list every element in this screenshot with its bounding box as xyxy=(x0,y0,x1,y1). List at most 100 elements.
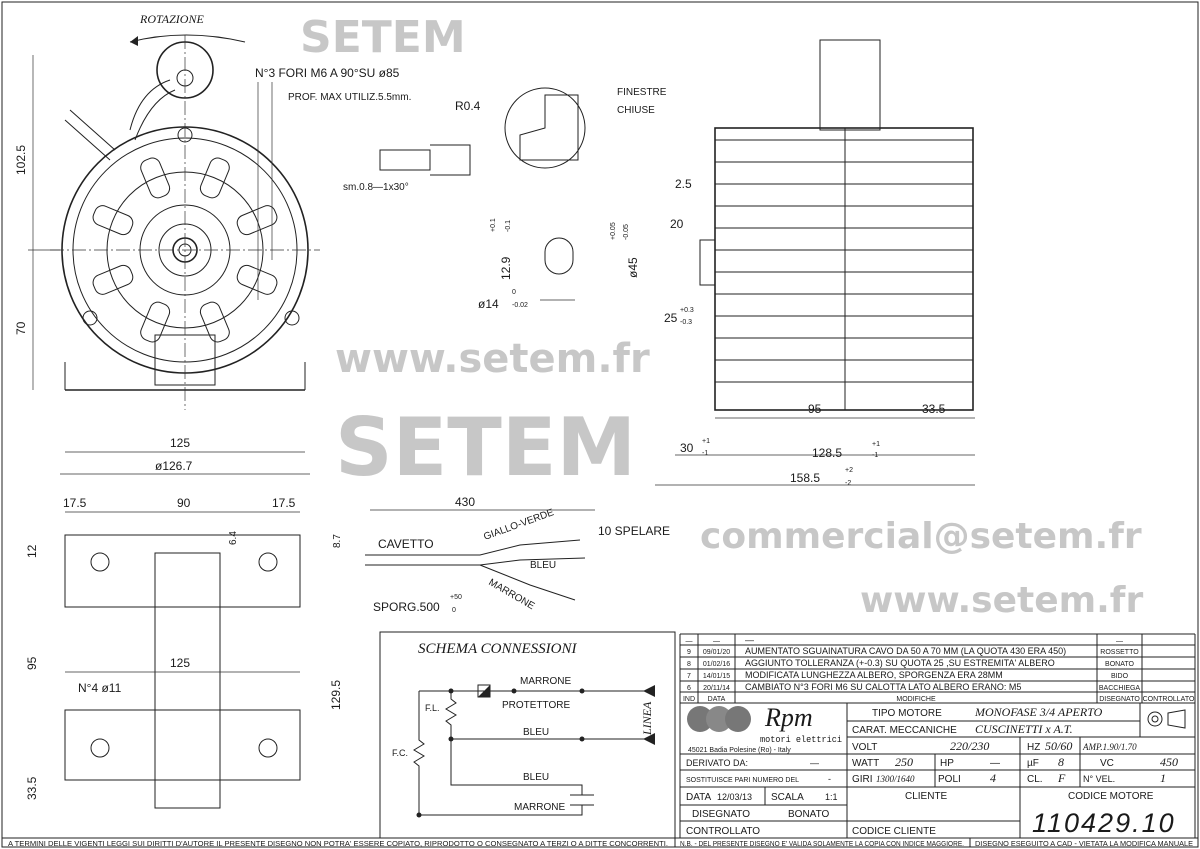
vc-label: VC xyxy=(1100,758,1114,769)
company-address: 45021 Badia Polesine (Ro) - Italy xyxy=(688,747,791,754)
motor-code-label: CODICE MOTORE xyxy=(1068,791,1154,802)
dim-2-5: 2.5 xyxy=(675,177,692,191)
watermark: www.setem.fr SETEM SETEM commercial@sete… xyxy=(300,12,1143,621)
cable-exit xyxy=(129,79,176,141)
revision-cell: BONATO xyxy=(1105,661,1134,668)
revision-header: MODIFICHE xyxy=(896,696,936,703)
protrusion-label: SPORG.500 xyxy=(373,600,440,614)
volt-label: VOLT xyxy=(852,742,877,753)
fixing-hole-right xyxy=(284,310,300,326)
yellow-green-label: GIALLO-VERDE xyxy=(482,507,556,543)
windows-label: FINESTRE xyxy=(617,87,667,98)
hz-value: 50/60 xyxy=(1045,739,1072,753)
fixing-hole-left xyxy=(82,310,98,326)
uf-value: 8 xyxy=(1058,755,1064,769)
date-value: 12/03/13 xyxy=(717,792,752,802)
footer-cad: DISEGNO ESEGUITO A CAD - VIETATA LA MODI… xyxy=(975,841,1193,848)
dim-126-7: ø126.7 xyxy=(155,459,193,473)
key-tol-plus: +0.1 xyxy=(490,218,497,232)
carat-label: CARAT. MECCANICHE xyxy=(852,725,957,736)
shaft-dia: ø14 xyxy=(478,297,499,311)
dim-25-tol-plus: +0.3 xyxy=(680,307,694,314)
drawn-by-value: BONATO xyxy=(788,809,830,820)
revision-cell: — xyxy=(686,638,693,645)
logo-subtitle: motori elettrici xyxy=(760,735,842,745)
derivato-label: DERIVATO DA: xyxy=(686,758,748,768)
radius-label: R0.4 xyxy=(455,99,481,113)
scale-value: 1:1 xyxy=(825,792,838,802)
blue-mid-label: BLEU xyxy=(523,727,549,738)
revision-cell: AUMENTATO SGUAINATURA CAVO DA 50 A 70 MM… xyxy=(745,646,1066,656)
shaft-side xyxy=(699,239,716,286)
dim-45-tol-minus: -0.05 xyxy=(623,224,630,240)
sost-label: SOSTITUISCE PARI NUMERO DEL xyxy=(686,777,799,784)
watermark-url-2: www.setem.fr xyxy=(860,580,1143,621)
dim-25: 25 xyxy=(664,311,678,325)
revision-cell: 9 xyxy=(687,649,691,656)
dim-33-5-foot: 33.5 xyxy=(25,776,39,800)
dim-125: 125 xyxy=(170,436,190,450)
watermark-brand-2: SETEM xyxy=(300,12,466,63)
vent-slot xyxy=(236,264,278,295)
revision-cell: 09/01/20 xyxy=(703,649,730,656)
vent-slot xyxy=(199,301,230,343)
dim-158-5-tol-minus: -2 xyxy=(845,480,851,487)
dim-95-foot: 95 xyxy=(25,656,39,670)
watermark-brand: SETEM xyxy=(335,401,636,494)
client-code-label: CODICE CLIENTE xyxy=(852,826,936,837)
poli-label: POLI xyxy=(938,774,961,785)
tipo-value: MONOFASE 3/4 APERTO xyxy=(974,705,1103,719)
cl-value: F xyxy=(1057,771,1066,785)
carat-value: CUSCINETTI x A.T. xyxy=(975,722,1073,736)
hp-value: — xyxy=(990,758,1000,769)
front-view: ROTAZIONE 102.5 70 125 ø126.7 N°3 FORI M… xyxy=(14,12,411,475)
dim-102-5: 102.5 xyxy=(14,145,28,175)
cl-label: CL. xyxy=(1027,774,1043,785)
poli-value: 4 xyxy=(990,771,996,785)
derivato-value: — xyxy=(810,758,819,768)
brown-label: MARRONE xyxy=(487,577,537,612)
dim-6-4: 6.4 xyxy=(228,531,239,545)
side-view: FINESTRE CHIUSE 2.5 20 ø45 +0.05 -0.05 2… xyxy=(610,39,975,487)
revision-header: DISEGNATO xyxy=(1099,696,1140,703)
dim-129-5: 129.5 xyxy=(329,680,343,710)
blue-label: BLEU xyxy=(530,560,556,571)
revision-cell: ROSSETTO xyxy=(1100,649,1139,656)
dim-25-tol-minus: -0.3 xyxy=(680,319,692,326)
note-depth: PROF. MAX UTILIZ.5.5mm. xyxy=(288,92,411,103)
vent-slot xyxy=(92,205,134,236)
fc-label: F.C. xyxy=(392,748,408,758)
dim-90: 90 xyxy=(177,496,191,510)
vel-label: N° VEL. xyxy=(1083,774,1115,784)
line-label: LINEA xyxy=(640,701,654,736)
company-logo: Rpm motori elettrici 45021 Badia Polesin… xyxy=(687,703,842,754)
dim-128-5-tol-plus: +1 xyxy=(872,441,880,448)
dim-158-5: 158.5 xyxy=(790,471,820,485)
hp-label: HP xyxy=(940,758,954,769)
revision-cell: MODIFICATA LUNGHEZZA ALBERO, SPORGENZA E… xyxy=(745,670,1003,680)
fl-label: F.L. xyxy=(425,703,440,713)
dim-30-tol-minus: -1 xyxy=(702,450,708,457)
dim-17-5-left: 17.5 xyxy=(63,496,87,510)
revision-cell: 20/11/14 xyxy=(703,685,730,692)
revision-cell: — xyxy=(745,635,754,645)
volt-value: 220/230 xyxy=(950,739,989,753)
dim-33-5: 33.5 xyxy=(922,402,946,416)
rotation-label: ROTAZIONE xyxy=(139,12,204,26)
cable-detail: 430 CAVETTO GIALLO-VERDE BLEU MARRONE 10… xyxy=(365,495,670,614)
motor-body-side xyxy=(714,127,974,411)
revision-cell: — xyxy=(713,638,720,645)
revision-cell: 8 xyxy=(687,661,691,668)
date-label: DATA xyxy=(686,792,712,803)
dim-30-tol-plus: +1 xyxy=(702,438,710,445)
watt-label: WATT xyxy=(852,758,879,769)
vel-value: 1 xyxy=(1160,771,1166,785)
shaft-detail: R0.4 sm.0.8—1x30° 12.9 +0.1 -0.1 ø14 0 -… xyxy=(343,87,586,311)
vent-slot xyxy=(92,264,134,295)
dim-430: 430 xyxy=(455,495,475,509)
footer-note: N.B. - DEL PRESENTE DISEGNO E' VALIDA SO… xyxy=(680,841,964,848)
title-block: Rpm motori elettrici 45021 Badia Polesin… xyxy=(679,702,1196,838)
shaft-tol-plus: 0 xyxy=(512,289,516,296)
blue-low-label: BLEU xyxy=(523,772,549,783)
